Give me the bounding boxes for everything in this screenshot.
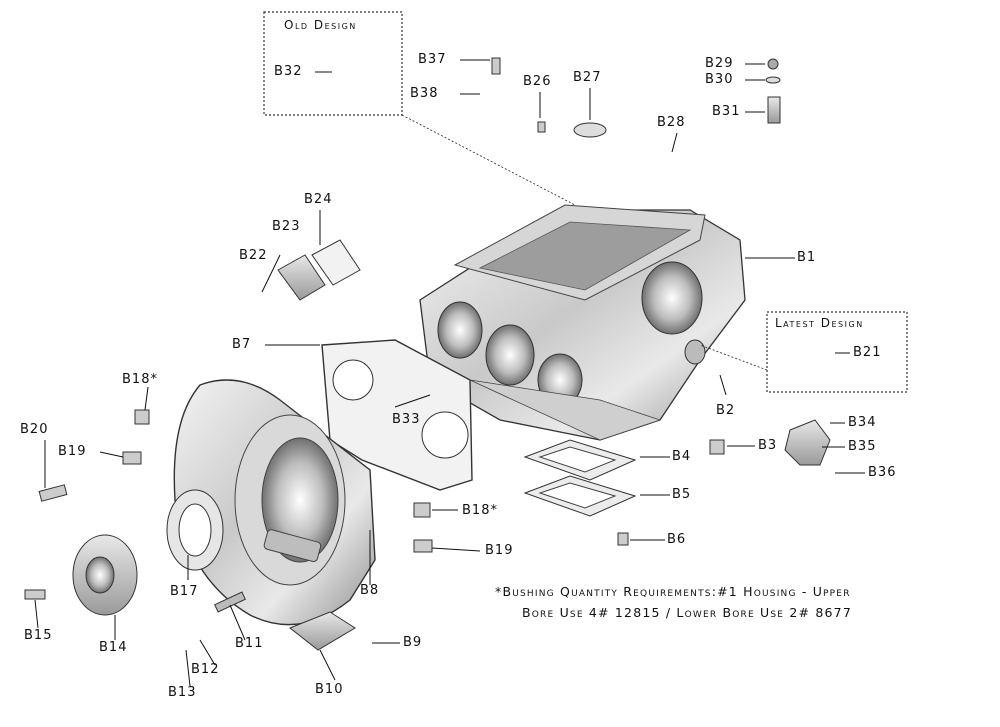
bushing-b26 — [537, 121, 546, 133]
label-b8: B8 — [360, 583, 380, 598]
label-b37: B37 — [418, 52, 447, 67]
gasket-b7 — [321, 339, 473, 491]
label-b15: B15 — [24, 628, 53, 643]
bell-housing — [166, 379, 376, 626]
label-b4: B4 — [672, 449, 692, 464]
bolt-b20 — [38, 484, 68, 502]
bolt-b37 — [491, 57, 501, 75]
bushing-b19b — [413, 539, 433, 553]
label-b2: B2 — [716, 403, 736, 418]
bushing-note-line2: Bore Use 4# 12815 / Lower Bore Use 2# 86… — [522, 605, 852, 620]
label-b7: B7 — [232, 337, 252, 352]
cap-b27 — [573, 122, 607, 138]
label-b11: B11 — [235, 636, 264, 651]
label-b14: B14 — [99, 640, 128, 655]
label-b21: B21 — [853, 345, 882, 360]
label-b17: B17 — [170, 584, 199, 599]
label-b28: B28 — [657, 115, 686, 130]
label-b6: B6 — [667, 532, 687, 547]
plug-b6 — [617, 532, 629, 546]
spring-b11 — [214, 591, 246, 613]
label-b10: B10 — [315, 682, 344, 697]
label-b33: B33 — [392, 412, 421, 427]
bolt-b15 — [24, 589, 46, 600]
label-b5: B5 — [672, 487, 692, 502]
label-b34: B34 — [848, 415, 877, 430]
label-b35: B35 — [848, 439, 877, 454]
old-design-box — [263, 11, 403, 116]
nut-b29 — [767, 58, 779, 70]
dashed-leaders — [401, 114, 768, 371]
bushing-b18a — [134, 409, 150, 425]
label-b1: B1 — [797, 250, 817, 265]
flange-b14 — [72, 534, 138, 616]
label-b31: B31 — [712, 104, 741, 119]
latest-design-title: Latest Design — [775, 316, 864, 330]
label-b24: B24 — [304, 192, 333, 207]
sleeve-b31 — [767, 96, 781, 124]
bracket-b34-b35 — [784, 419, 831, 466]
label-b12: B12 — [191, 662, 220, 677]
label-b30: B30 — [705, 72, 734, 87]
old-design-title: Old Design — [284, 18, 357, 32]
washer-b30 — [765, 76, 781, 84]
label-b32: B32 — [274, 64, 303, 79]
label-b20: B20 — [20, 422, 49, 437]
label-b13: B13 — [168, 685, 197, 700]
label-b29: B29 — [705, 56, 734, 71]
label-b9: B9 — [403, 635, 423, 650]
label-b38: B38 — [410, 86, 439, 101]
leader-lines — [34, 59, 865, 687]
label-b23: B23 — [272, 219, 301, 234]
housing-b1 — [419, 204, 746, 441]
label-b18-right: B18* — [462, 503, 498, 518]
bushing-note-line1: *Bushing Quantity Requirements:#1 Housin… — [495, 584, 851, 599]
label-b26: B26 — [523, 74, 552, 89]
latest-design-box — [766, 311, 908, 393]
cover-b10 — [289, 611, 356, 651]
label-b27: B27 — [573, 70, 602, 85]
label-b22: B22 — [239, 248, 268, 263]
plates-b4-b5 — [523, 439, 637, 517]
bushing-b19a — [122, 451, 142, 465]
label-b19-right: B19 — [485, 543, 514, 558]
plates-b23-b24 — [277, 239, 361, 301]
label-b19-left: B19 — [58, 444, 87, 459]
bushing-b18b — [413, 502, 431, 518]
label-b18-top: B18* — [122, 372, 158, 387]
plug-b3 — [709, 439, 725, 455]
label-b36: B36 — [868, 465, 897, 480]
label-b3: B3 — [758, 438, 778, 453]
